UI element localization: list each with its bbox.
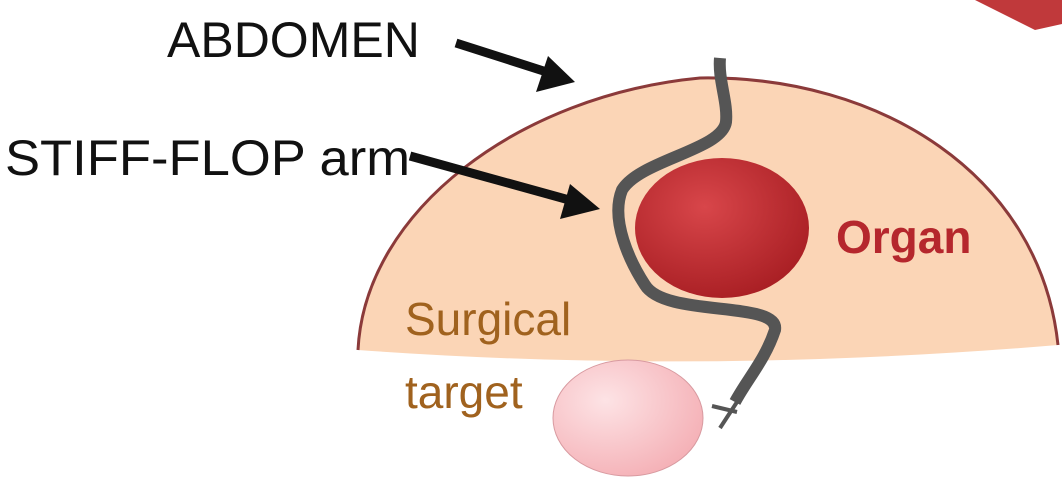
corner-accent-shape — [975, 0, 1062, 30]
surgical-target-shape — [553, 360, 703, 476]
organ-shape — [635, 158, 809, 298]
abdomen-arrow — [456, 43, 575, 92]
organ-label: Organ — [836, 211, 971, 263]
arm-tip-end — [720, 402, 737, 428]
surgical-target-label-line2: target — [405, 366, 523, 418]
stiff-flop-arm-label: STIFF-FLOP arm — [5, 130, 410, 186]
surgical-target-label-line1: Surgical — [405, 293, 571, 345]
abdomen-label: ABDOMEN — [167, 12, 420, 68]
